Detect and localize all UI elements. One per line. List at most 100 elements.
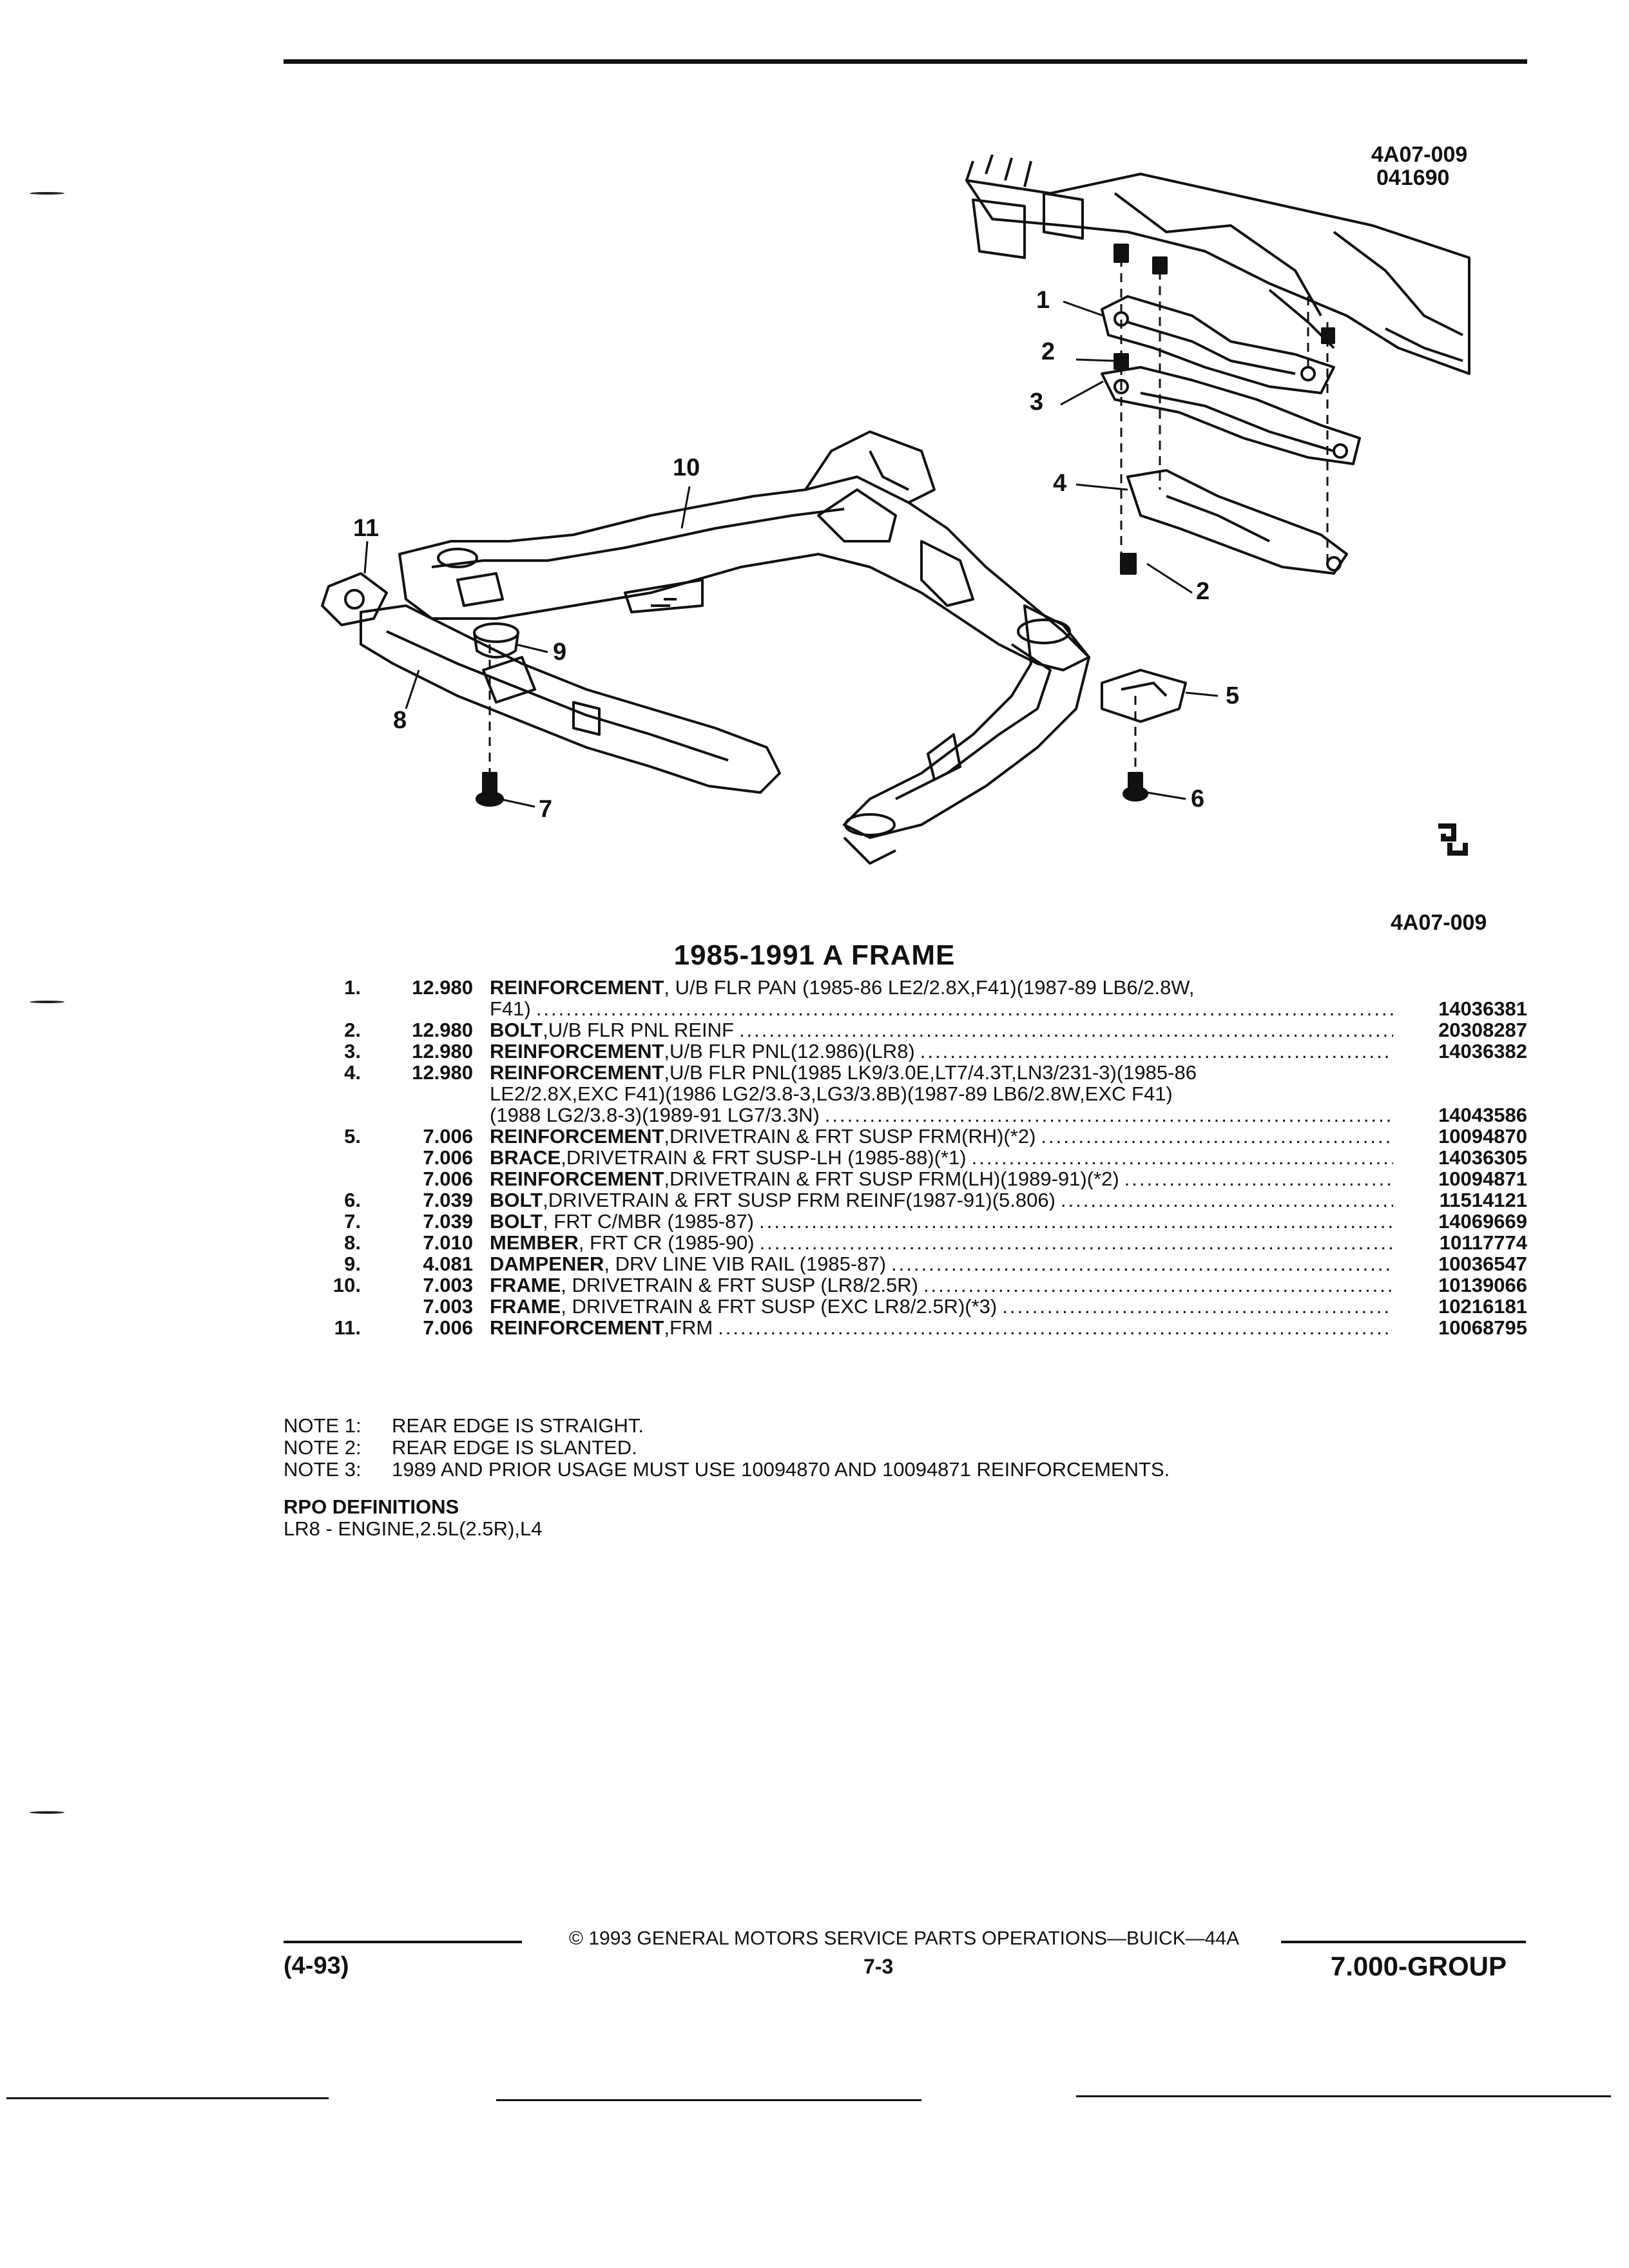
scan-line bbox=[1076, 2095, 1611, 2097]
part-group-code: 7.006 bbox=[423, 1125, 473, 1148]
callout-7: 7 bbox=[539, 796, 552, 823]
cradle-frame-10 bbox=[398, 430, 1090, 865]
part-group-code: 12.980 bbox=[412, 1061, 473, 1084]
reinforcement-1 bbox=[1101, 295, 1335, 394]
part-description-text: REINFORCEMENT,DRIVETRAIN & FRT SUSP FRM(… bbox=[490, 1126, 1036, 1147]
front-crossmember-8 bbox=[360, 604, 781, 794]
leader-dots: ........................................… bbox=[759, 1232, 1393, 1253]
bolt-6 bbox=[1123, 772, 1148, 802]
part-qualifier: ,U/B FLR PNL REINF bbox=[543, 1019, 734, 1041]
part-description-line: REINFORCEMENT,FRM.......................… bbox=[490, 1317, 1527, 1338]
part-ref-number: 9. bbox=[344, 1253, 361, 1275]
gm-logo-icon bbox=[1438, 823, 1468, 856]
scan-line bbox=[496, 2099, 921, 2101]
frame-exploded-illustration: 1 2 3 4 2 5 6 7 8 9 10 11 bbox=[321, 155, 1470, 865]
callout-8: 8 bbox=[393, 707, 407, 734]
part-description-line: REINFORCEMENT,U/B FLR PNL(12.986)(LR8)..… bbox=[490, 1041, 1527, 1062]
bracket-5 bbox=[1101, 669, 1187, 723]
part-group-code: 7.006 bbox=[423, 1146, 473, 1169]
footer-copyright: © 1993 GENERAL MOTORS SERVICE PARTS OPER… bbox=[568, 1928, 1240, 1949]
part-qualifier: ,U/B FLR PNL(1985 LK9/3.0E,LT7/4.3T,LN3/… bbox=[664, 1062, 1197, 1083]
part-description-text: FRAME, DRIVETRAIN & FRT SUSP (LR8/2.5R) bbox=[490, 1274, 918, 1296]
dampener-9 bbox=[473, 622, 519, 658]
part-description-line: (1988 LG2/3.8-3)(1989-91 LG7/3.3N)......… bbox=[490, 1104, 1527, 1126]
part-description-text: REINFORCEMENT,U/B FLR PNL(1985 LK9/3.0E,… bbox=[490, 1062, 1197, 1083]
part-description-line: BOLT,DRIVETRAIN & FRT SUSP FRM REINF(198… bbox=[490, 1189, 1527, 1211]
part-qualifier: ,FRM bbox=[664, 1317, 713, 1338]
part-group-code: 7.039 bbox=[423, 1210, 473, 1233]
note-label: NOTE 1: bbox=[284, 1414, 361, 1437]
part-description: BOLT,DRIVETRAIN & FRT SUSP FRM REINF(198… bbox=[490, 1189, 1527, 1211]
section-title: 1985-1991 A FRAME bbox=[673, 939, 956, 971]
part-description: FRAME, DRIVETRAIN & FRT SUSP (EXC LR8/2.… bbox=[490, 1296, 1527, 1317]
part-group-code: 7.006 bbox=[423, 1168, 473, 1190]
part-description-text: F41) bbox=[490, 998, 531, 1019]
note-text: REAR EDGE IS STRAIGHT. bbox=[392, 1414, 644, 1437]
part-number: 11514121 bbox=[1439, 1189, 1527, 1211]
part-ref-number: 5. bbox=[344, 1125, 361, 1148]
part-name: BOLT bbox=[490, 1189, 543, 1211]
part-description-text: DAMPENER, DRV LINE VIB RAIL (1985-87) bbox=[490, 1253, 886, 1274]
callout-2b: 2 bbox=[1196, 578, 1210, 605]
part-qualifier: ,DRIVETRAIN & FRT SUSP FRM(RH)(*2) bbox=[664, 1126, 1036, 1147]
callout-10: 10 bbox=[673, 454, 700, 481]
part-number: 14069669 bbox=[1438, 1211, 1527, 1232]
part-description: BOLT,U/B FLR PNL REINF..................… bbox=[490, 1019, 1527, 1041]
note-row: NOTE 3:1989 AND PRIOR USAGE MUST USE 100… bbox=[284, 1459, 1170, 1481]
part-description: BRACE,DRIVETRAIN & FRT SUSP-LH (1985-88)… bbox=[490, 1147, 1527, 1168]
part-ref-number: 1. bbox=[344, 976, 361, 999]
part-description-line: MEMBER, FRT CR (1985-90)................… bbox=[490, 1232, 1527, 1253]
margin-mark bbox=[30, 1001, 64, 1003]
part-name: REINFORCEMENT bbox=[490, 1126, 664, 1147]
figure-date: 041690 bbox=[1376, 166, 1450, 190]
part-number: 10036547 bbox=[1438, 1253, 1527, 1274]
part-row: 9. 4.081 DAMPENER, DRV LINE VIB RAIL (1985… bbox=[284, 1253, 1527, 1274]
part-name: MEMBER bbox=[490, 1232, 579, 1253]
part-description-text: REINFORCEMENT,FRM bbox=[490, 1317, 713, 1338]
part-ref-number: 7. bbox=[344, 1210, 361, 1233]
part-description-line: REINFORCEMENT,U/B FLR PNL(1985 LK9/3.0E,… bbox=[490, 1062, 1527, 1083]
part-row: 7. 7.039 BOLT, FRT C/MBR (1985-87)........… bbox=[284, 1211, 1527, 1232]
part-number: 14036381 bbox=[1438, 998, 1527, 1019]
leader-dots: ........................................… bbox=[971, 1147, 1393, 1168]
part-description: BOLT, FRT C/MBR (1985-87)...............… bbox=[490, 1211, 1527, 1232]
leader-dots: ........................................… bbox=[718, 1317, 1393, 1338]
part-group-code: 4.081 bbox=[423, 1253, 473, 1275]
note-text: 1989 AND PRIOR USAGE MUST USE 10094870 A… bbox=[392, 1458, 1170, 1481]
margin-mark bbox=[30, 1811, 64, 1814]
part-ref-number: 10. bbox=[333, 1274, 361, 1296]
margin-mark bbox=[30, 192, 64, 195]
part-ref-number: 6. bbox=[344, 1189, 361, 1211]
part-group-code: 12.980 bbox=[412, 1019, 473, 1041]
part-description-text: REINFORCEMENT, U/B FLR PAN (1985-86 LE2/… bbox=[490, 977, 1194, 998]
parts-list: 1. 12.980 REINFORCEMENT, U/B FLR PAN (1985… bbox=[284, 977, 1527, 1338]
part-description-line: FRAME, DRIVETRAIN & FRT SUSP (EXC LR8/2.… bbox=[490, 1296, 1527, 1317]
part-name: REINFORCEMENT bbox=[490, 1317, 664, 1338]
part-qualifier: , DRIVETRAIN & FRT SUSP (LR8/2.5R) bbox=[561, 1274, 918, 1296]
part-number: 10094871 bbox=[1438, 1168, 1527, 1189]
part-number: 10216181 bbox=[1438, 1296, 1527, 1317]
footer-date: (4-93) bbox=[284, 1952, 349, 1979]
part-description-line: BOLT, FRT C/MBR (1985-87)...............… bbox=[490, 1211, 1527, 1232]
part-name: BRACE bbox=[490, 1147, 561, 1168]
note-row: NOTE 2:REAR EDGE IS SLANTED. bbox=[284, 1437, 1170, 1459]
part-description-text: REINFORCEMENT,U/B FLR PNL(12.986)(LR8) bbox=[490, 1041, 915, 1062]
part-qualifier: , FRT C/MBR (1985-87) bbox=[543, 1211, 754, 1232]
part-description-line: DAMPENER, DRV LINE VIB RAIL (1985-87)...… bbox=[490, 1253, 1527, 1274]
scan-line bbox=[6, 2097, 329, 2099]
part-description-text: BOLT,DRIVETRAIN & FRT SUSP FRM REINF(198… bbox=[490, 1189, 1055, 1211]
part-description: FRAME, DRIVETRAIN & FRT SUSP (LR8/2.5R).… bbox=[490, 1274, 1527, 1296]
rpo-heading: RPO DEFINITIONS bbox=[284, 1495, 459, 1518]
leader-dots: ........................................… bbox=[1060, 1189, 1393, 1211]
part-number: 10068795 bbox=[1438, 1317, 1527, 1338]
leader-dots: ........................................… bbox=[923, 1274, 1393, 1296]
callout-11: 11 bbox=[353, 515, 379, 542]
note-text: REAR EDGE IS SLANTED. bbox=[392, 1436, 637, 1459]
part-name: BOLT bbox=[490, 1019, 543, 1041]
part-number: 10139066 bbox=[1438, 1274, 1527, 1296]
